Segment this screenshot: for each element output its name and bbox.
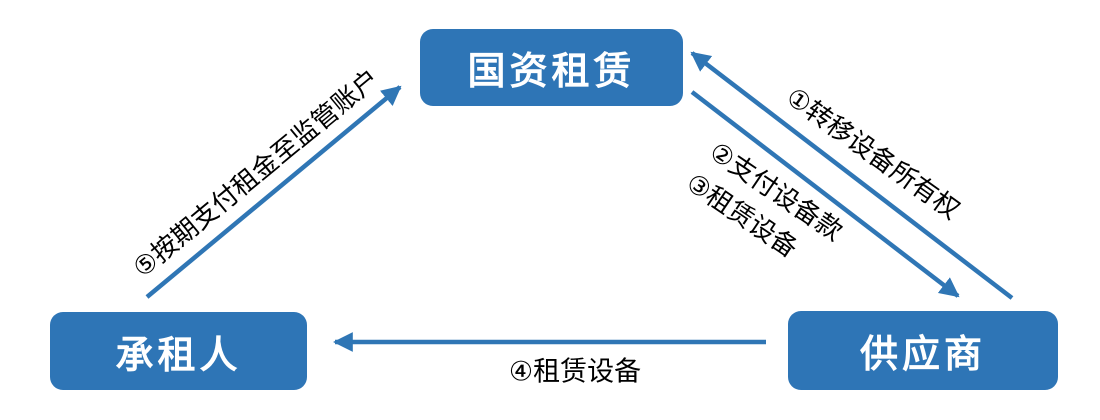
arrow-pay-rent <box>145 85 402 299</box>
arrow-transfer-ownership <box>690 51 1014 300</box>
arrow-pay-and-lease <box>690 90 960 298</box>
node-supplier: 供应商 <box>788 311 1058 390</box>
node-lessor: 国资租赁 <box>420 29 683 106</box>
edge-label-deliver-equipment: ④租赁设备 <box>508 356 642 387</box>
node-lessee: 承租人 <box>50 312 307 390</box>
